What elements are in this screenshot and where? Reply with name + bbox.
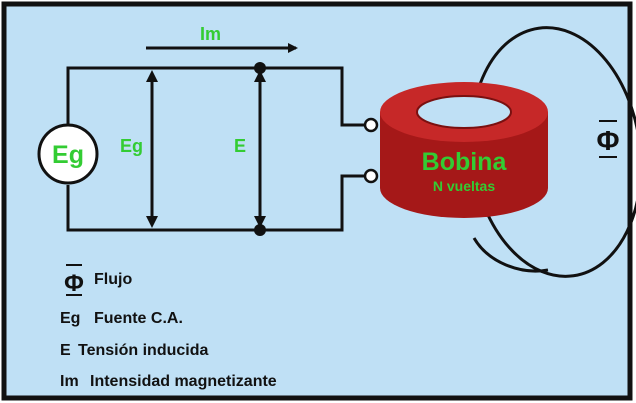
source-symbol: Eg (52, 141, 84, 169)
legend-induced-symbol: E (60, 342, 71, 359)
legend-source-text: Fuente C.A. (94, 310, 183, 327)
coil-name: Bobina (422, 148, 508, 176)
source-voltage-label: Eg (120, 136, 143, 156)
top-junction-dot (254, 62, 266, 74)
coil-terminal-top (363, 117, 379, 133)
coil-hole (416, 95, 512, 129)
legend-flux-text: Flujo (94, 271, 132, 288)
coil (380, 82, 548, 218)
source-voltage-arrowhead-top (146, 70, 158, 82)
coil-turns: N vueltas (433, 178, 495, 194)
legend-current-text: Intensidad magnetizante (90, 373, 277, 390)
bottom-wire (66, 174, 366, 232)
legend: Φ Flujo Eg Fuente C.A. E Tensión inducid… (60, 264, 277, 390)
flux-loop-front (472, 237, 549, 273)
flux-symbol: Φ (597, 125, 620, 156)
coil-body (380, 112, 548, 218)
source-voltage-arrowhead-bottom (146, 216, 158, 228)
legend-current-symbol: Im (60, 373, 79, 390)
bottom-junction-dot (254, 224, 266, 236)
induced-voltage-label: E (234, 136, 246, 156)
legend-flux-symbol: Φ (64, 270, 84, 297)
induced-voltage-arrowhead-bottom (254, 216, 266, 228)
coil-terminal-bottom (363, 168, 379, 184)
legend-induced-text: Tensión inducida (78, 342, 208, 359)
ac-source (37, 123, 99, 185)
legend-source-symbol: Eg (60, 310, 80, 327)
induced-voltage-arrowhead-top (254, 70, 266, 82)
top-wire (66, 66, 366, 127)
current-label: Im (200, 24, 221, 44)
